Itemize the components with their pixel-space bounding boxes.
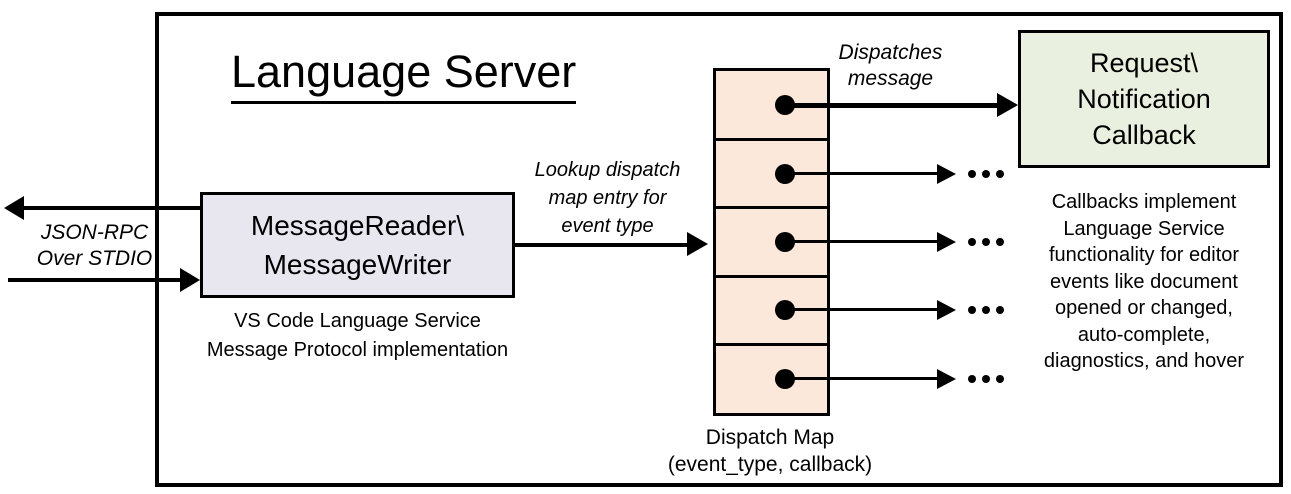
message-reader-writer-label: MessageReader\ MessageWriter — [250, 210, 465, 280]
callback-pointer-dot — [775, 164, 795, 184]
language-server-container — [155, 12, 1283, 487]
cell-divider — [716, 138, 827, 141]
page-title: Language Server — [231, 46, 577, 104]
dispatch-arrow-4-line — [790, 308, 940, 311]
callback-pointer-dot — [775, 369, 795, 389]
dispatch-map-caption: Dispatch Map (event_type, callback) — [667, 426, 873, 476]
dispatch-arrow-3-head-icon — [937, 232, 956, 252]
page-title-text: Language Server — [231, 46, 577, 104]
callback-pointer-dot — [775, 95, 795, 115]
ellipsis-icon — [968, 375, 1004, 383]
dispatch-arrow-5-head-icon — [937, 369, 956, 389]
dispatch-arrow-2-head-icon — [937, 164, 956, 184]
dispatch-arrow-3-line — [790, 240, 940, 243]
lookup-arrow-head-icon — [687, 232, 708, 256]
request-notification-callback-label: Request\ Notification Callback — [1077, 48, 1211, 150]
lookup-arrow-line — [515, 243, 690, 247]
dispatches-message-label: Dispatches message — [838, 41, 943, 90]
callback-pointer-dot — [775, 300, 795, 320]
dispatch-arrow-1-line — [790, 103, 1000, 108]
callbacks-note: Callbacks implement Language Service fun… — [1043, 191, 1245, 372]
dispatch-arrow-4-head-icon — [937, 300, 956, 320]
ellipsis-icon — [968, 170, 1004, 178]
lookup-label: Lookup dispatch map entry for event type — [534, 159, 681, 237]
ellipsis-icon — [968, 238, 1004, 246]
dispatch-arrow-1-head-icon — [997, 93, 1018, 117]
reader-caption: VS Code Language Service Message Protoco… — [206, 310, 509, 361]
message-reader-writer-box: MessageReader\ MessageWriter — [200, 192, 515, 298]
outbound-arrow-line — [20, 206, 200, 210]
cell-divider — [716, 343, 827, 346]
callback-pointer-dot — [775, 232, 795, 252]
inbound-arrow-line — [8, 278, 182, 282]
cell-divider — [716, 275, 827, 278]
inbound-arrow-head-icon — [180, 268, 200, 292]
request-notification-callback-box: Request\ Notification Callback — [1018, 30, 1270, 168]
dispatch-arrow-5-line — [790, 377, 940, 380]
ellipsis-icon — [968, 306, 1004, 314]
outbound-arrow-head-icon — [4, 196, 24, 220]
dispatch-arrow-2-line — [790, 172, 940, 175]
json-rpc-label: JSON-RPC Over STDIO — [36, 221, 153, 270]
cell-divider — [716, 206, 827, 209]
